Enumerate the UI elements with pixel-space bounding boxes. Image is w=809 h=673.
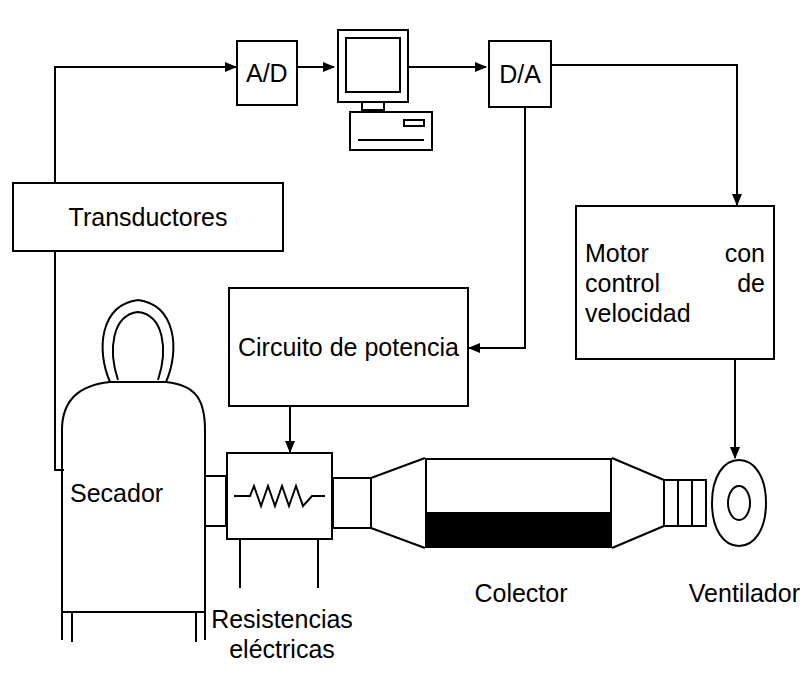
box-label: Circuito de potencia — [238, 332, 459, 362]
fan-symbol — [706, 456, 772, 550]
signal-wire — [734, 360, 736, 458]
transducer-box: Transductores — [12, 182, 284, 252]
part-label: Colector — [441, 578, 601, 608]
fan: Ventilador — [706, 456, 772, 550]
part-label: Ventilador — [634, 578, 800, 608]
box-label: D/A — [499, 59, 541, 89]
resistor-symbol — [228, 454, 331, 538]
collector: Colector — [425, 458, 612, 548]
signal-wire — [469, 108, 525, 348]
signal-wire — [55, 252, 64, 470]
resistor-box: Resistencias eléctricas — [226, 452, 333, 540]
dryer-figure — [62, 300, 205, 642]
motor-box: Motor con control de velocidad — [575, 205, 775, 360]
box-label: Motor con control de velocidad — [585, 238, 765, 328]
signal-wire — [552, 65, 737, 205]
signal-wire — [289, 407, 291, 452]
box-label: Transductores — [69, 202, 228, 232]
converter-box: A/D — [236, 40, 298, 106]
dryer: Secador — [64, 430, 203, 570]
computer-icon — [338, 30, 432, 150]
power-circuit-box: Circuito de potencia — [228, 287, 469, 407]
collector-bed — [427, 512, 610, 546]
signal-arrow — [296, 66, 334, 68]
part-label: Resistencias eléctricas — [192, 604, 372, 664]
converter-box: D/A — [488, 40, 552, 108]
box-label: A/D — [246, 58, 288, 88]
signal-wire — [55, 67, 236, 182]
resistor-leg — [240, 540, 318, 588]
signal-arrow — [408, 66, 486, 68]
part-label: Secador — [70, 478, 163, 508]
